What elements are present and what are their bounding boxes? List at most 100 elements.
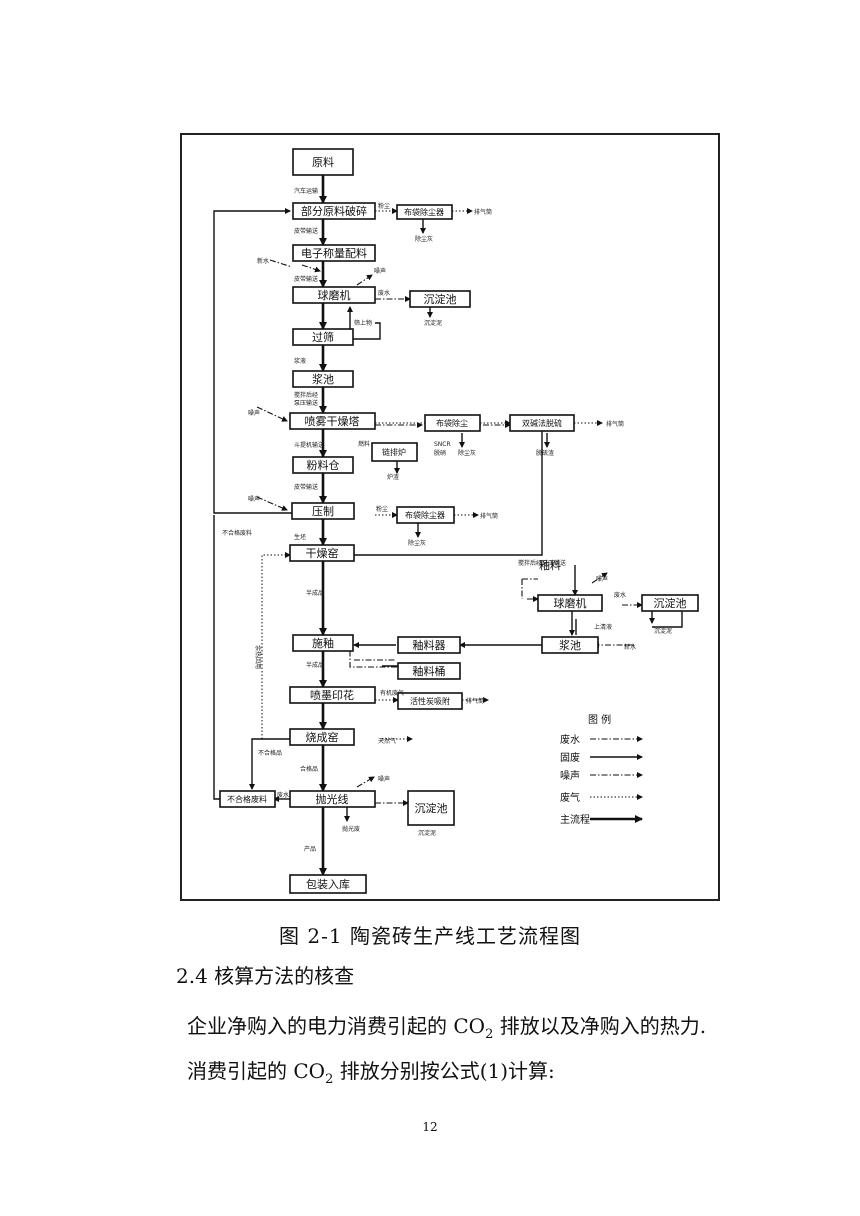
label-screened: 浆液 — [294, 357, 306, 365]
node-gtank-label: 釉料桶 — [413, 664, 446, 678]
legend-item-4: 主流程 — [560, 813, 590, 826]
noise-lines — [256, 274, 608, 788]
label-qualified: 合格品 — [300, 765, 318, 773]
node-silo-label: 粉料仓 — [307, 458, 340, 472]
label-belt3: 皮带输送 — [294, 483, 318, 491]
node-dryer — [289, 544, 355, 562]
node-desulf-label: 双碱法脱硫 — [522, 418, 562, 428]
label-semi2: 半成品 — [306, 661, 324, 669]
para1-subscript: 2 — [485, 1027, 494, 1042]
flow-annotations: 汽车运输 粉尘 排气筒 除尘灰 皮带输送 新水 皮带输送 噪声 废水 沉淀泥 筛… — [222, 187, 672, 853]
node-gslurry — [541, 636, 599, 654]
node-glazing — [292, 634, 354, 652]
node-polish-label: 抛光线 — [316, 792, 349, 806]
node-crush-label: 部分原料破碎 — [301, 204, 367, 218]
node-raw-label: 原料 — [312, 155, 334, 169]
node-sieve — [292, 328, 354, 346]
node-polish — [289, 790, 376, 808]
page-number: 12 — [422, 1120, 438, 1134]
node-silo — [292, 456, 354, 474]
label-sludge3: 沉淀泥 — [418, 829, 436, 837]
node-weigh-label: 电子称量配料 — [301, 246, 367, 260]
label-noise3: 噪声 — [248, 495, 260, 503]
node-print-label: 喷墨印花 — [310, 689, 354, 702]
node-kiln-label: 烧成窑 — [306, 730, 339, 744]
label-ww-pol: 废水 — [277, 791, 289, 799]
node-bag2-label: 布袋除尘 — [436, 418, 468, 428]
label-mixbelt: 搅拌后经泵压输送 — [518, 559, 566, 567]
label-exhaust4: 排气筒 — [466, 697, 484, 705]
label-pwbelt: 斗提机输送 — [294, 441, 324, 449]
node-settle3 — [407, 790, 455, 826]
label-newwater2: 新水 — [624, 643, 636, 651]
label-sludge1: 沉淀泥 — [424, 319, 442, 327]
node-raw — [292, 148, 354, 176]
label-greenbody: 生坯 — [294, 533, 306, 541]
node-reject — [219, 790, 276, 808]
label-slag: 炉渣 — [387, 473, 399, 481]
node-settle2 — [641, 594, 699, 612]
node-gtank — [397, 662, 461, 680]
node-bag1-label: 布袋除尘器 — [404, 207, 444, 217]
node-spray — [289, 412, 376, 430]
label-slagsalt: 脱硫渣 — [536, 449, 554, 457]
figure-caption: 图 2-1 陶瓷砖生产线工艺流程图 — [279, 924, 581, 948]
node-settle1-label: 沉淀池 — [424, 292, 457, 306]
flowchart-frame: 原料 部分原料破碎 布袋除尘器 电子称量配料 球磨机 沉淀池 过筛 浆池 喷雾干… — [180, 133, 720, 901]
label-belt1: 皮带输送 — [294, 227, 318, 235]
label-newwater1: 新水 — [257, 257, 269, 265]
node-glazer-label: 釉料器 — [413, 638, 446, 652]
label-vocs: 有机废气 — [380, 689, 404, 697]
label-stir: 搅拌后经 — [294, 391, 318, 399]
label-unqualified: 不合格品 — [258, 749, 282, 757]
node-gslurry-label: 浆池 — [559, 638, 581, 652]
node-crush — [292, 202, 376, 220]
label-exhaust3: 排气筒 — [480, 512, 498, 520]
label-noise2: 噪声 — [248, 409, 260, 417]
label-sludge2: 沉淀泥 — [654, 627, 672, 635]
node-slurry — [292, 370, 354, 388]
label-coal: 燃料 — [358, 440, 370, 448]
process-flowchart: 原料 部分原料破碎 布袋除尘器 电子称量配料 球磨机 沉淀池 过筛 浆池 喷雾干… — [213, 148, 699, 894]
label-belt2: 皮带输送 — [294, 275, 318, 283]
label-pipe: 泵压输送 — [294, 399, 318, 407]
node-settle1 — [409, 290, 471, 308]
legend-title: 图 例 — [588, 713, 611, 726]
label-natgas: 天然气 — [378, 737, 396, 745]
legend-item-0: 废水 — [560, 733, 580, 746]
node-slurry-label: 浆池 — [312, 372, 334, 386]
node-pack — [289, 874, 367, 894]
para2-subscript: 2 — [325, 1072, 334, 1087]
label-waste-loop: 余热回用 — [254, 645, 262, 669]
node-press — [291, 502, 355, 520]
label-denitr: 脱硝 — [434, 449, 446, 457]
node-settle2-label: 沉淀池 — [654, 596, 687, 610]
section-heading: 2.4 核算方法的核查 — [176, 964, 355, 988]
label-noise4: 噪声 — [596, 575, 608, 583]
label-sncr: SNCR — [434, 441, 451, 448]
node-weigh — [292, 244, 376, 262]
wastewater-lines — [269, 259, 643, 806]
node-glazer — [397, 636, 461, 654]
solid-waste-lines — [213, 208, 683, 826]
label-truck: 汽车运输 — [294, 187, 318, 195]
label-dustash2: 除尘灰 — [458, 449, 476, 457]
node-mill-label: 球磨机 — [318, 288, 351, 302]
label-product: 产品 — [304, 845, 316, 853]
label-exhaust1: 排气筒 — [474, 208, 492, 216]
node-gmill — [537, 594, 603, 612]
legend-item-3: 废气 — [560, 791, 580, 804]
node-furnace — [371, 442, 418, 462]
para2-text-b: 排放分别按公式(1)计算: — [333, 1059, 555, 1083]
node-glazing-label: 施釉 — [312, 636, 334, 650]
paragraph-line-2: 消费引起的 CO2 排放分别按公式(1)计算: — [187, 1055, 555, 1087]
node-bag3 — [396, 506, 455, 524]
node-spray-label: 喷雾干燥塔 — [305, 415, 360, 428]
process-boxes: 原料 部分原料破碎 布袋除尘器 电子称量配料 球磨机 沉淀池 过筛 浆池 喷雾干… — [219, 148, 699, 894]
label-noise5: 噪声 — [378, 775, 390, 783]
label-exhaust2: 排气筒 — [606, 420, 624, 428]
label-semi1: 半成品 — [306, 589, 324, 597]
label-noise1: 噪声 — [374, 267, 386, 275]
node-mill — [292, 286, 376, 304]
